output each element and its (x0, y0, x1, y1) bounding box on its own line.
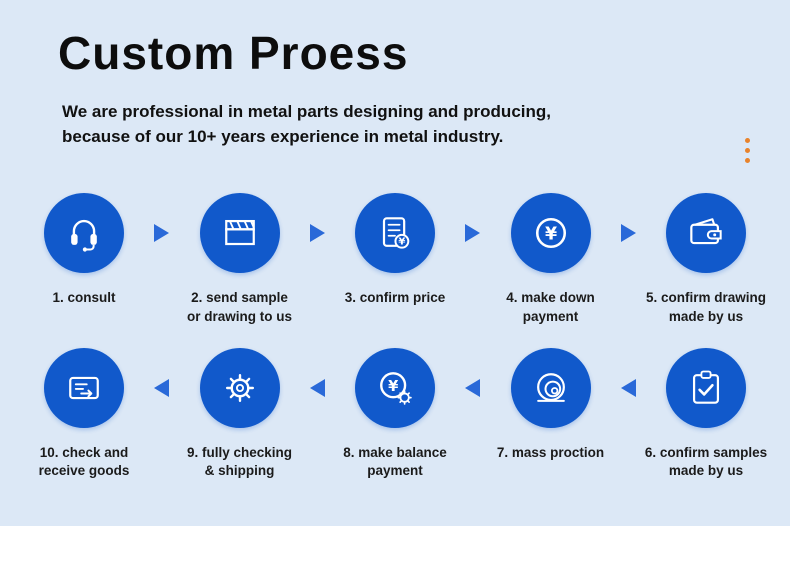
step-label: 6. confirm samples made by us (644, 444, 768, 478)
step-label: 1. consult (52, 290, 116, 306)
step-5-confirm-drawing: 5. confirm drawing made by us (636, 193, 776, 325)
checking-gear-icon (199, 347, 280, 428)
step-3-confirm-price: ¥ 3. confirm price (325, 193, 465, 307)
step-6-confirm-samples: 6. confirm samples made by us (636, 347, 776, 480)
bottom-white-strip (0, 526, 790, 570)
svg-text:¥: ¥ (398, 237, 405, 248)
page-title: Custom Proess (58, 27, 409, 79)
step-label: 7. mass proction (496, 444, 605, 460)
step-10-receive-goods: 10. check and receive goods (14, 347, 154, 480)
svg-text:¥: ¥ (388, 377, 399, 394)
step-label: 2. send sample or drawing to us (186, 290, 292, 324)
process-row-1: 1. consult 2. send sample or drawing to … (0, 193, 790, 325)
price-document-icon: ¥ (355, 193, 435, 274)
clapperboard-icon (199, 193, 280, 274)
arrow-right-icon (309, 193, 325, 273)
step-8-balance-payment: ¥ 8. make balance payment (325, 347, 465, 480)
yen-gear-icon: ¥ (355, 347, 435, 428)
step-label: 5. confirm drawing made by us (645, 290, 767, 324)
step-label: 3. confirm price (344, 290, 446, 306)
svg-text:¥: ¥ (544, 225, 556, 245)
arrow-right-icon (465, 193, 481, 273)
step-4-down-payment: ¥ 4. make down payment (481, 193, 621, 325)
arrow-left-icon (620, 348, 636, 428)
clipboard-check-icon (666, 347, 746, 428)
arrow-left-icon (465, 348, 481, 428)
arrow-left-icon (154, 348, 170, 428)
arrow-right-icon (154, 193, 170, 273)
receive-goods-icon (44, 347, 124, 428)
headset-icon (44, 193, 124, 274)
step-7-mass-production: 7. mass proction (481, 347, 621, 462)
step-label: 4. make down payment (506, 290, 595, 324)
arrow-right-icon (620, 193, 636, 273)
step-label: 8. make balance payment (343, 444, 447, 478)
step-9-checking-shipping: 9. fully checking & shipping (170, 347, 310, 480)
step-2-send-sample: 2. send sample or drawing to us (170, 193, 310, 325)
step-label: 10. check and receive goods (38, 444, 130, 478)
step-label: 9. fully checking & shipping (186, 444, 293, 478)
yen-coin-icon: ¥ (510, 193, 591, 274)
wallet-icon (666, 193, 746, 274)
orange-dots-decoration (745, 138, 750, 163)
coil-icon (510, 347, 591, 428)
process-row-2: 10. check and receive goods 9. fully che… (0, 347, 790, 480)
arrow-left-icon (309, 348, 325, 428)
step-1-consult: 1. consult (14, 193, 154, 307)
page-subtitle: We are professional in metal parts desig… (62, 102, 551, 146)
